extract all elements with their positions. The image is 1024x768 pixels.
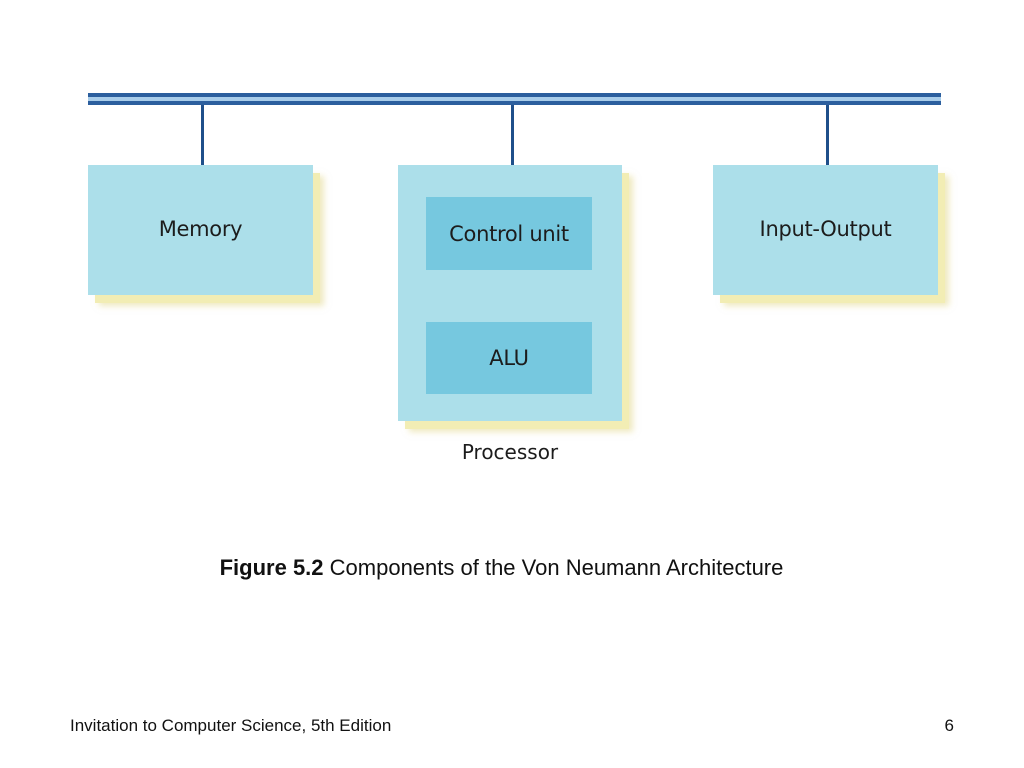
control-unit-box: Control unit (426, 197, 592, 270)
bus-rail-middle (88, 97, 941, 101)
io-bus-connector (826, 105, 829, 165)
system-bus (88, 93, 941, 106)
alu-label: ALU (489, 346, 529, 370)
memory-bus-connector (201, 105, 204, 165)
figure-number: Figure 5.2 (219, 555, 324, 580)
processor-box: Control unit ALU (398, 165, 622, 421)
input-output-label: Input-Output (759, 217, 892, 241)
processor-caption: Processor (461, 440, 559, 464)
memory-box: Memory (88, 165, 313, 295)
input-output-box: Input-Output (713, 165, 938, 295)
memory-label: Memory (158, 217, 243, 241)
footer-book-title: Invitation to Computer Science, 5th Edit… (70, 716, 392, 735)
bus-rail-top (88, 93, 941, 97)
page-number: 6 (944, 716, 954, 735)
figure-caption-text: Components of the Von Neumann Architectu… (323, 555, 784, 580)
alu-box: ALU (426, 322, 592, 394)
control-unit-label: Control unit (449, 221, 569, 246)
processor-bus-connector (511, 105, 514, 165)
figure-caption: Figure 5.2 Components of the Von Neumann… (0, 555, 1003, 581)
bus-rail-bottom (88, 101, 941, 105)
